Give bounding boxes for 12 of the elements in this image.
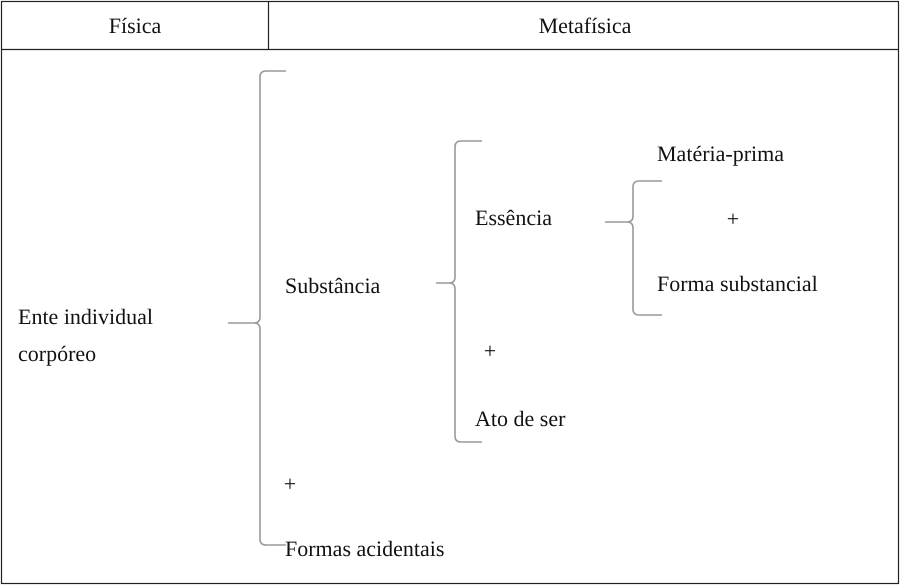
- concept-label: Forma substancial: [657, 270, 818, 298]
- concept-label: Formas acidentais: [285, 534, 444, 562]
- concept-label: Ente individual corpóreo: [18, 303, 154, 368]
- plus-sign: +: [484, 336, 496, 364]
- plus-sign: +: [284, 470, 296, 498]
- concept-label: Matéria-prima: [657, 140, 784, 168]
- concept-label: Ato de ser: [475, 404, 566, 432]
- column-header: Física: [108, 12, 162, 40]
- plus-sign: +: [726, 204, 740, 232]
- concept-label: Essência: [475, 204, 552, 232]
- concept-label: Substância: [285, 272, 380, 300]
- column-header: Metafísica: [538, 12, 632, 40]
